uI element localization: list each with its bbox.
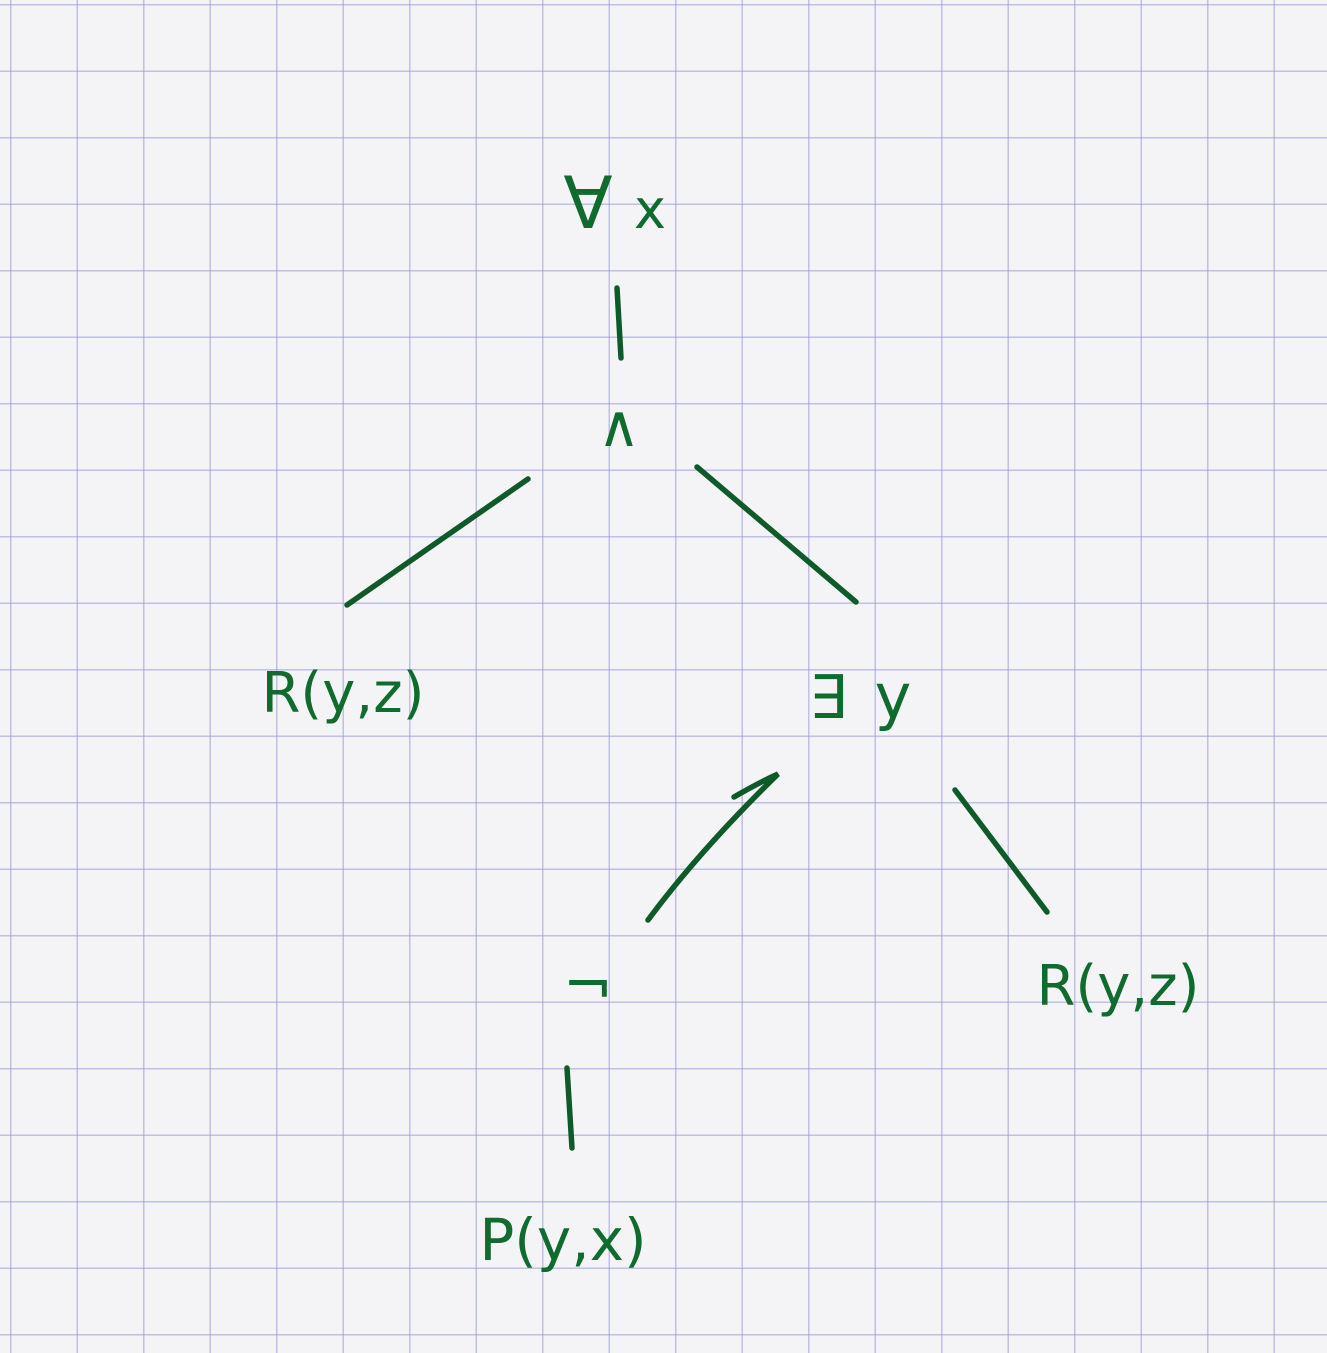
- edge-exists-to-not: [645, 771, 780, 923]
- root-node: ∀ x: [563, 161, 666, 245]
- edge-and-to-exists: [694, 464, 859, 605]
- edge-root-to-and: [614, 285, 624, 361]
- root-variable: x: [634, 178, 666, 241]
- exists-variable: y: [875, 660, 912, 733]
- not-node: ¬: [563, 950, 613, 1020]
- exists-symbol: ∃: [809, 663, 847, 733]
- edge-and-to-left-leaf: [344, 476, 531, 608]
- and-node: ∧: [598, 392, 640, 460]
- p-leaf: P(y,x): [479, 1206, 646, 1274]
- edge-not-to-p-leaf: [564, 1065, 575, 1151]
- forall-symbol: ∀: [563, 161, 612, 245]
- left-leaf: R(y,z): [262, 661, 425, 726]
- exists-node: ∃ y: [809, 660, 911, 733]
- right-leaf: R(y,z): [1037, 954, 1200, 1019]
- edge-exists-to-right-leaf: [952, 787, 1050, 915]
